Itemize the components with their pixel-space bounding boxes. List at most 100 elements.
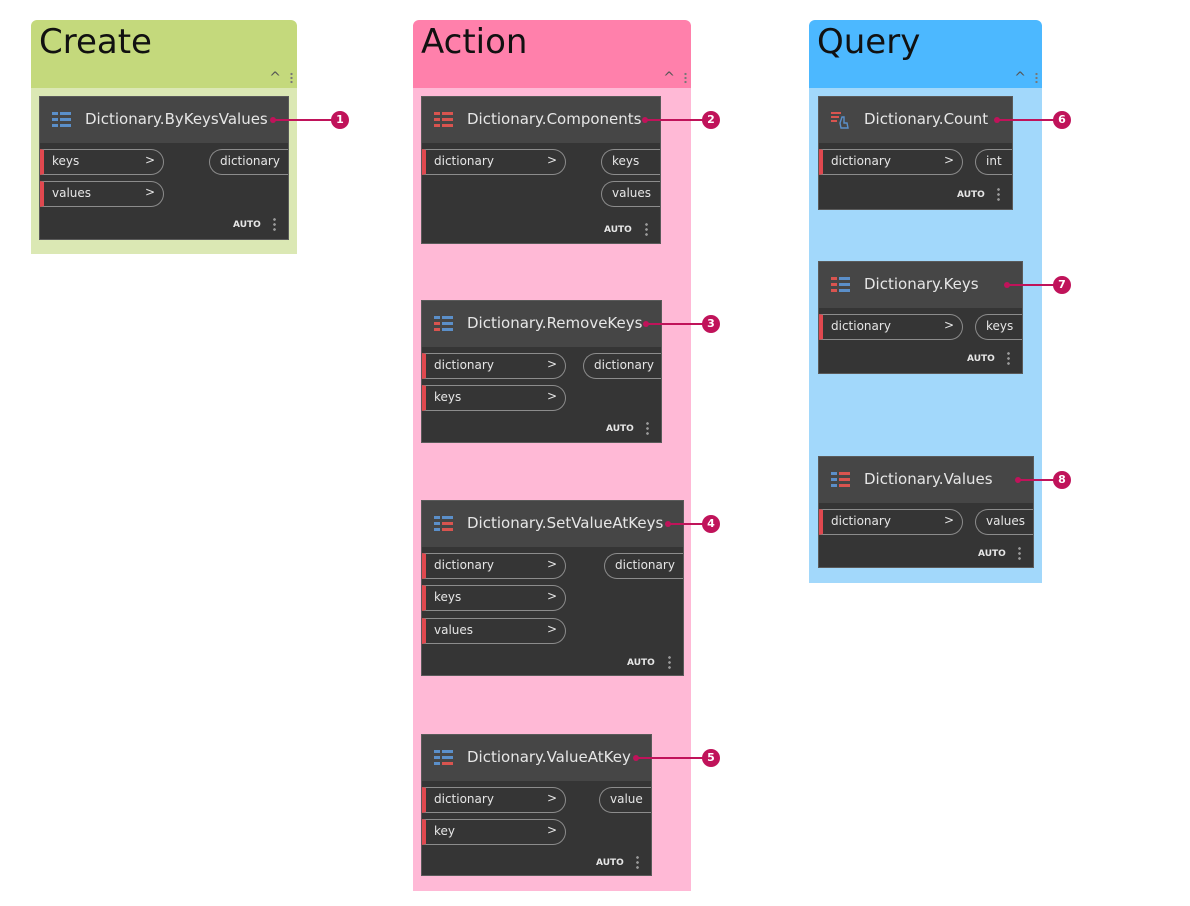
- node-header[interactable]: Dictionary.Keys: [819, 262, 1022, 308]
- input-port-dictionary[interactable]: dictionary >: [422, 353, 566, 379]
- collapse-icon[interactable]: ^: [663, 70, 675, 86]
- node-title: Dictionary.SetValueAtKeys: [467, 514, 664, 532]
- node-menu-icon[interactable]: [273, 217, 276, 231]
- callout-badge-2: 2: [702, 111, 720, 129]
- collapse-icon[interactable]: ^: [269, 70, 281, 86]
- chevron-right-icon: >: [943, 513, 954, 527]
- group-create-title: Create: [39, 22, 152, 62]
- node-menu-icon[interactable]: [1007, 351, 1010, 365]
- group-action-header[interactable]: Action ^: [413, 20, 691, 88]
- input-port-keys[interactable]: keys >: [40, 149, 164, 175]
- node-header[interactable]: Dictionary.ByKeysValues: [40, 97, 288, 143]
- output-port-value[interactable]: value: [599, 787, 651, 813]
- group-menu-icon[interactable]: [290, 72, 293, 84]
- output-port-values[interactable]: values: [601, 181, 660, 207]
- lacing-label[interactable]: AUTO: [957, 190, 985, 200]
- port-label: dictionary: [434, 558, 494, 572]
- node-menu-icon[interactable]: [646, 421, 649, 435]
- group-query-header[interactable]: Query ^: [809, 20, 1042, 88]
- node-header[interactable]: Dictionary.ValueAtKey: [422, 735, 651, 781]
- input-port-keys[interactable]: keys >: [422, 385, 566, 411]
- chevron-right-icon: >: [144, 153, 155, 167]
- port-label: dictionary: [434, 154, 494, 168]
- port-label: keys: [434, 390, 462, 404]
- port-label: dictionary: [615, 558, 675, 572]
- node-title: Dictionary.Keys: [864, 275, 979, 293]
- dictionary-create-icon: [52, 112, 71, 127]
- output-port-int[interactable]: int: [975, 149, 1012, 175]
- port-label: dictionary: [594, 358, 654, 372]
- node-menu-icon[interactable]: [645, 222, 648, 236]
- dictionary-query-icon: [831, 277, 850, 292]
- output-port-values[interactable]: values: [975, 509, 1033, 535]
- node-dictionary-bykeysvalues[interactable]: Dictionary.ByKeysValues keys > values > …: [40, 97, 288, 239]
- dictionary-query-icon: [831, 472, 850, 487]
- node-dictionary-removekeys[interactable]: Dictionary.RemoveKeys dictionary > keys …: [422, 301, 661, 442]
- input-port-dictionary[interactable]: dictionary >: [819, 149, 963, 175]
- node-header[interactable]: Dictionary.SetValueAtKeys: [422, 501, 683, 547]
- node-menu-icon[interactable]: [997, 187, 1000, 201]
- lacing-label[interactable]: AUTO: [978, 549, 1006, 559]
- group-menu-icon[interactable]: [684, 72, 687, 84]
- node-menu-icon[interactable]: [668, 655, 671, 669]
- output-port-keys[interactable]: keys: [601, 149, 660, 175]
- node-dictionary-valueatkey[interactable]: Dictionary.ValueAtKey dictionary > key >…: [422, 735, 651, 875]
- output-port-dictionary[interactable]: dictionary: [209, 149, 288, 175]
- port-label: values: [612, 186, 652, 200]
- lacing-label[interactable]: AUTO: [967, 354, 995, 364]
- chevron-right-icon: >: [546, 791, 557, 805]
- input-port-dictionary[interactable]: dictionary >: [422, 787, 566, 813]
- dictionary-action-icon: [434, 112, 453, 127]
- port-label: values: [986, 514, 1026, 528]
- node-dictionary-count[interactable]: Dictionary.Count dictionary > int AUTO: [819, 97, 1012, 209]
- node-title: Dictionary.ByKeysValues: [85, 110, 268, 128]
- input-port-dictionary[interactable]: dictionary >: [422, 553, 566, 579]
- callout-leader: [273, 119, 335, 121]
- dictionary-action-icon: [434, 750, 453, 765]
- port-label: int: [986, 154, 1002, 168]
- output-port-keys[interactable]: keys: [975, 314, 1022, 340]
- input-port-values[interactable]: values >: [40, 181, 164, 207]
- chevron-right-icon: >: [144, 185, 155, 199]
- input-port-dictionary[interactable]: dictionary >: [819, 314, 963, 340]
- dictionary-action-icon: [434, 516, 453, 531]
- input-port-values[interactable]: values >: [422, 618, 566, 644]
- dictionary-query-icon: [831, 112, 849, 129]
- node-dictionary-values[interactable]: Dictionary.Values dictionary > values AU…: [819, 457, 1033, 567]
- output-port-dictionary[interactable]: dictionary: [604, 553, 683, 579]
- lacing-label[interactable]: AUTO: [606, 424, 634, 434]
- node-menu-icon[interactable]: [1018, 546, 1021, 560]
- lacing-label[interactable]: AUTO: [233, 220, 261, 230]
- node-dictionary-components[interactable]: Dictionary.Components dictionary > keys …: [422, 97, 660, 243]
- node-header[interactable]: Dictionary.Values: [819, 457, 1033, 503]
- port-label: keys: [52, 154, 80, 168]
- node-header[interactable]: Dictionary.RemoveKeys: [422, 301, 661, 347]
- input-port-dictionary[interactable]: dictionary >: [819, 509, 963, 535]
- input-port-key[interactable]: key >: [422, 819, 566, 845]
- port-label: dictionary: [434, 358, 494, 372]
- input-port-keys[interactable]: keys >: [422, 585, 566, 611]
- lacing-label[interactable]: AUTO: [627, 658, 655, 668]
- port-label: dictionary: [220, 154, 280, 168]
- group-menu-icon[interactable]: [1035, 72, 1038, 84]
- lacing-label[interactable]: AUTO: [604, 225, 632, 235]
- group-create-header[interactable]: Create ^: [31, 20, 297, 88]
- lacing-label[interactable]: AUTO: [596, 858, 624, 868]
- chevron-right-icon: >: [546, 589, 557, 603]
- node-dictionary-keys[interactable]: Dictionary.Keys dictionary > keys AUTO: [819, 262, 1022, 373]
- port-label: dictionary: [831, 154, 891, 168]
- output-port-dictionary[interactable]: dictionary: [583, 353, 661, 379]
- node-header[interactable]: Dictionary.Components: [422, 97, 660, 143]
- port-label: keys: [434, 590, 462, 604]
- chevron-right-icon: >: [546, 153, 557, 167]
- callout-leader: [997, 119, 1055, 121]
- callout-badge-4: 4: [702, 515, 720, 533]
- group-action-title: Action: [421, 22, 528, 62]
- input-port-dictionary[interactable]: dictionary >: [422, 149, 566, 175]
- node-header[interactable]: Dictionary.Count: [819, 97, 1012, 143]
- chevron-right-icon: >: [943, 153, 954, 167]
- collapse-icon[interactable]: ^: [1014, 70, 1026, 86]
- node-menu-icon[interactable]: [636, 855, 639, 869]
- callout-leader: [1018, 479, 1055, 481]
- node-dictionary-setvalueatkeys[interactable]: Dictionary.SetValueAtKeys dictionary > k…: [422, 501, 683, 675]
